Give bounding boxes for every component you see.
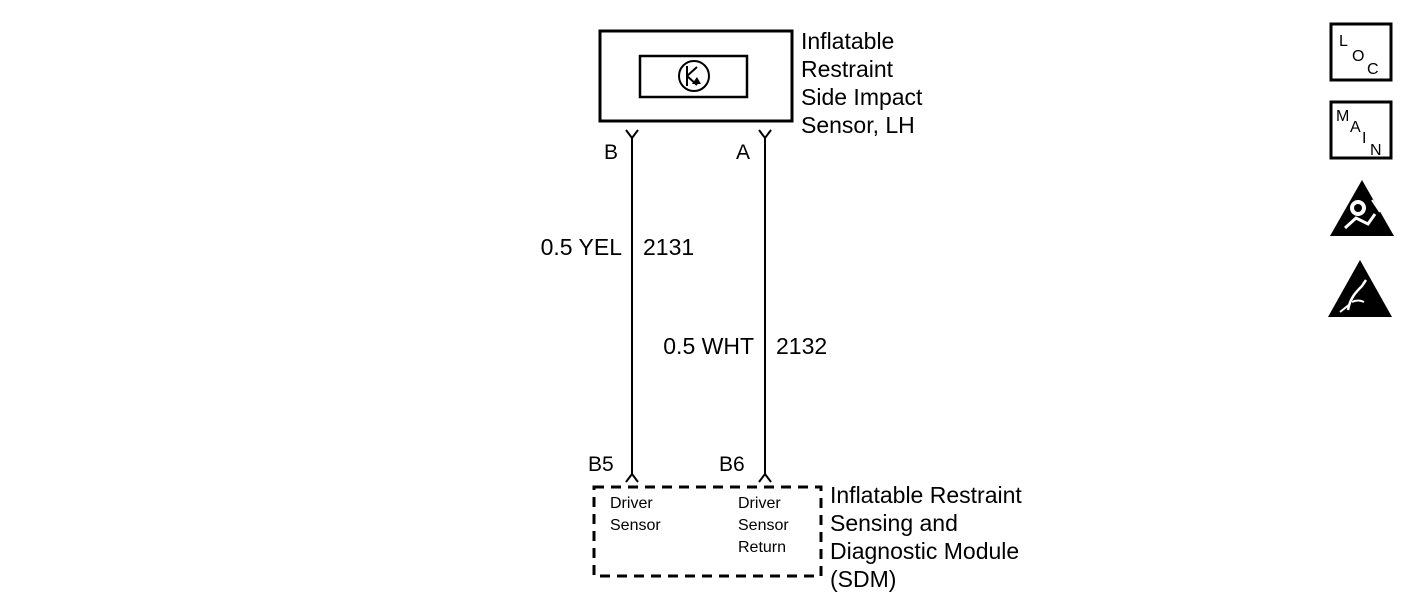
terminal-b6-line-1: Driver: [738, 495, 781, 512]
sensor-name-line-3: Side Impact: [801, 84, 923, 110]
terminal-b5-line-1: Driver: [610, 495, 653, 512]
loc-letter-o: O: [1352, 48, 1364, 65]
sensor-name-line-1: Inflatable: [801, 28, 894, 54]
main-icon[interactable]: M A I N: [1329, 100, 1393, 160]
pin-label-b5: B5: [588, 453, 614, 476]
wire-2132-circuit: 2132: [776, 333, 827, 359]
airbag-warning-icon[interactable]: [1330, 180, 1394, 236]
pin-label-b6: B6: [719, 453, 745, 476]
main-letter-m: M: [1336, 108, 1349, 125]
sdm-name-line-1: Inflatable Restraint: [830, 482, 1022, 508]
main-letter-a: A: [1350, 119, 1361, 136]
main-letter-i: I: [1362, 130, 1366, 147]
sdm-name-line-4: (SDM): [830, 566, 896, 592]
terminal-b6-line-3: Return: [738, 539, 786, 556]
sensor-symbol-icon: [678, 60, 710, 92]
sdm-name-line-2: Sensing and: [830, 510, 958, 536]
esd-warning-icon[interactable]: [1328, 260, 1392, 317]
pin-label-a: A: [736, 141, 750, 164]
wire-2131-color: 0.5 YEL: [541, 234, 623, 260]
sdm-name-line-3: Diagnostic Module: [830, 538, 1019, 564]
sensor-name-line-4: Sensor, LH: [801, 112, 915, 138]
sensor-name-line-2: Restraint: [801, 56, 894, 82]
wire-2131: 0.5 YEL 2131: [541, 138, 694, 474]
terminal-b6-line-2: Sensor: [738, 517, 789, 534]
pin-label-b: B: [604, 141, 618, 164]
side-impact-sensor: Inflatable Restraint Side Impact Sensor,…: [598, 28, 923, 138]
loc-icon[interactable]: L O C: [1329, 22, 1393, 82]
main-letter-n: N: [1370, 142, 1382, 159]
sdm-connector-b5: B5: [588, 453, 639, 483]
wire-2132: 0.5 WHT 2132: [663, 138, 827, 474]
sdm-module: Driver Sensor Driver Sensor Return Infla…: [592, 482, 1022, 592]
sdm-connector-b6: B6: [719, 453, 772, 483]
loc-letter-l: L: [1339, 33, 1348, 50]
terminal-b5-line-2: Sensor: [610, 517, 661, 534]
loc-letter-c: C: [1367, 61, 1379, 78]
wire-2131-circuit: 2131: [643, 234, 694, 260]
wire-2132-color: 0.5 WHT: [663, 333, 754, 359]
